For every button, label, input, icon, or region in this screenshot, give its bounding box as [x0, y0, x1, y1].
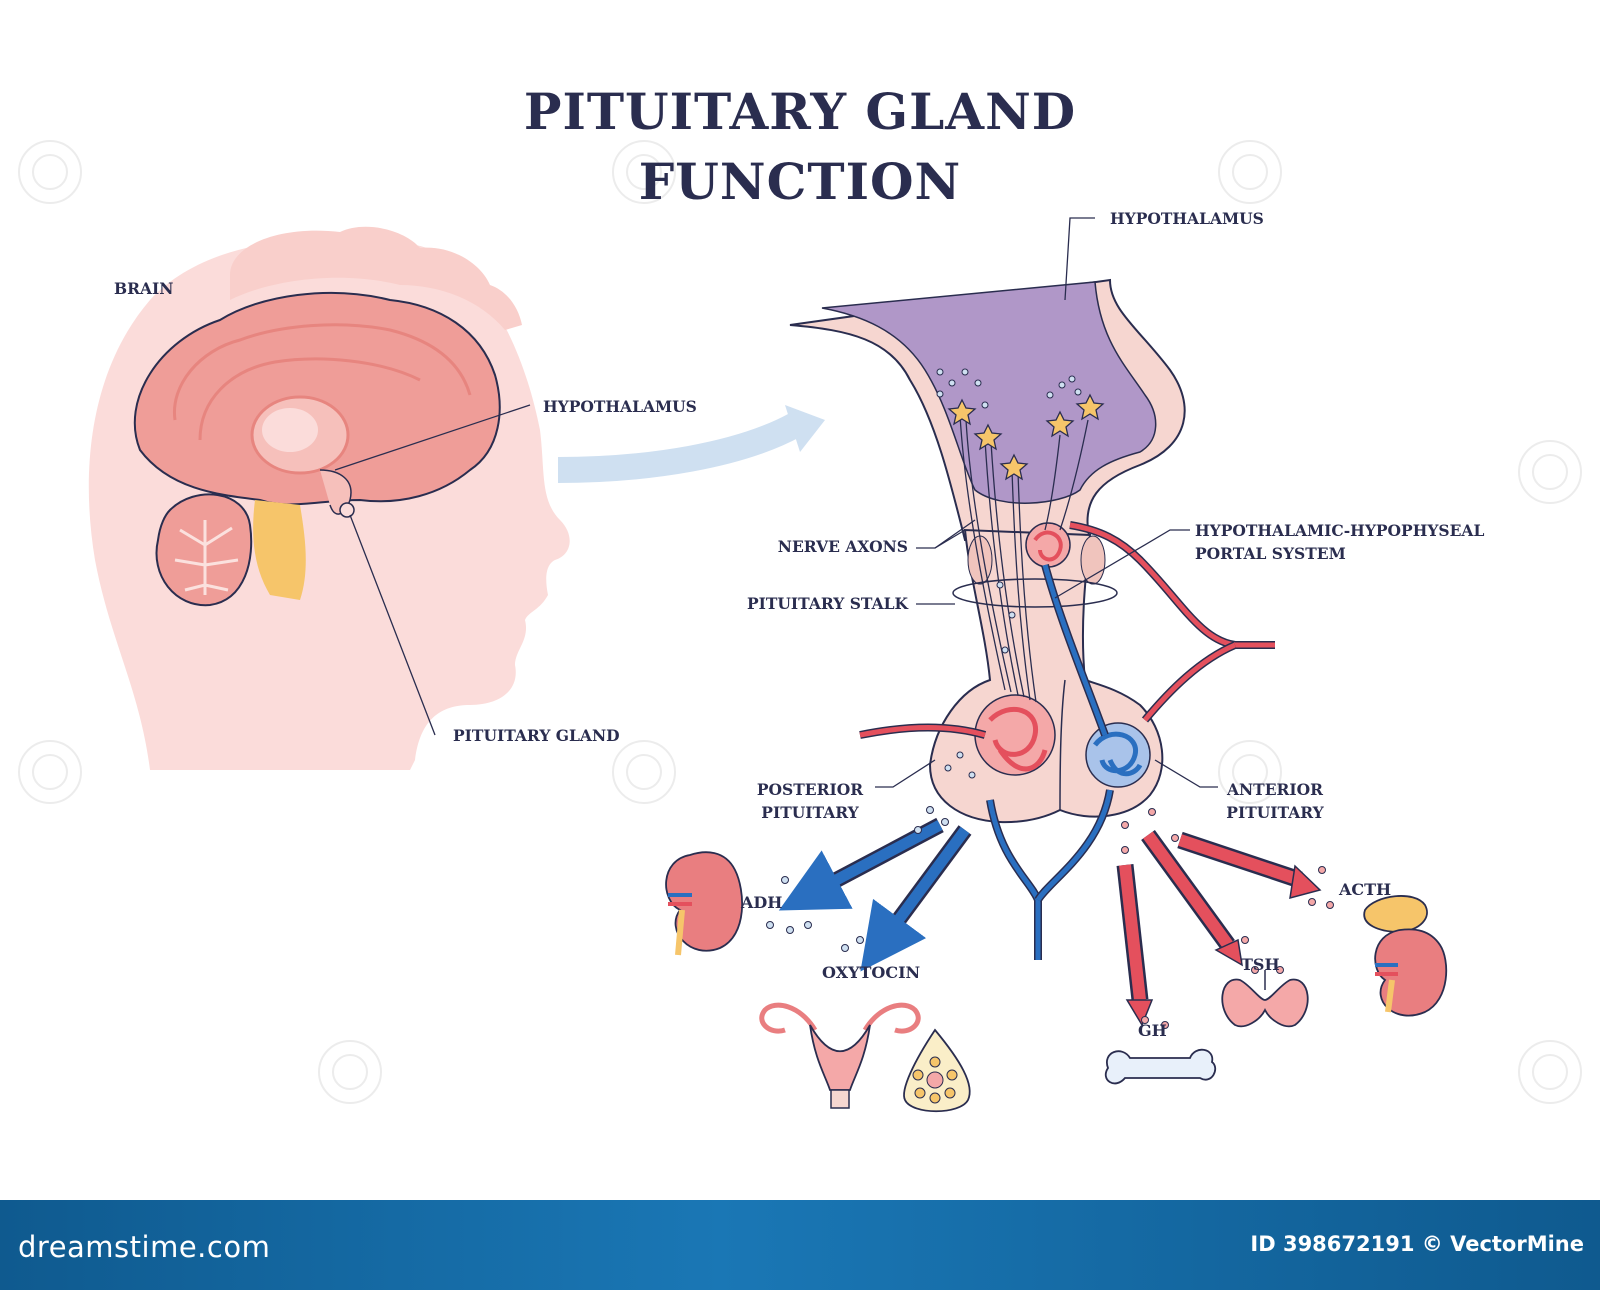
illustration-svg — [88, 217, 1448, 1113]
kidney-icon — [665, 851, 744, 956]
watermark-icon — [18, 740, 82, 804]
pituitary-leader-line — [349, 514, 436, 736]
hormone-adh: ADH — [741, 893, 783, 912]
label-hypothalamus-detail: HYPOTHALAMUS — [1110, 209, 1264, 228]
hormone-gh: GH — [1138, 1021, 1167, 1040]
pituitary-detail — [928, 522, 1164, 824]
detail-leader-lines — [875, 217, 1218, 788]
zoom-arrow — [557, 413, 802, 483]
uterus-icon — [759, 1002, 921, 1109]
hormone-arrows-anterior — [1116, 830, 1322, 1027]
label-anterior-line1: ANTERIOR — [1226, 780, 1324, 799]
neuron-cells — [947, 393, 1105, 481]
label-brain: BRAIN — [114, 279, 174, 298]
blood-vessels — [859, 521, 1275, 960]
thyroid-icon — [1221, 970, 1309, 1028]
hypothalamus-leader-line — [334, 404, 531, 471]
label-nerve-axons: NERVE AXONS — [777, 537, 908, 556]
zoom-arrow-head — [785, 405, 825, 452]
label-posterior-line2: PITUITARY — [761, 803, 859, 822]
watermark-icon — [612, 140, 676, 204]
label-posterior-line1: POSTERIOR — [756, 780, 864, 799]
hormone-tsh: TSH — [1241, 955, 1280, 974]
watermark-icon — [1218, 140, 1282, 204]
adrenal-kidney-icon — [1363, 895, 1448, 1017]
hormone-granules — [936, 368, 1082, 779]
watermark-icon — [1518, 440, 1582, 504]
diagram-title-line1: PITUITARY GLAND — [523, 82, 1077, 141]
label-portal-system-line1: HYPOTHALAMIC-HYPOPHYSEAL — [1195, 521, 1485, 540]
hormone-oxytocin: OXYTOCIN — [822, 963, 921, 982]
watermark-icon — [1518, 1040, 1582, 1104]
label-anterior-line2: PITUITARY — [1226, 803, 1324, 822]
watermark-icon — [612, 740, 676, 804]
nerve-axons — [959, 414, 1089, 703]
hypothalamus-detail — [789, 278, 1186, 541]
label-pituitary-gland: PITUITARY GLAND — [453, 726, 620, 745]
label-pituitary-stalk: PITUITARY STALK — [746, 594, 908, 613]
secreted-hormone-dots — [766, 806, 1334, 1029]
hormone-arrows-posterior — [778, 817, 972, 972]
bone-icon — [1104, 1048, 1217, 1085]
footer-logo[interactable]: dreamstime.com — [18, 1230, 271, 1264]
footer-image-id: ID 398672191 © VectorMine — [1250, 1232, 1584, 1256]
footer-bar: dreamstime.com ID 398672191 © VectorMine — [0, 1200, 1600, 1290]
hormone-acth: ACTH — [1339, 880, 1392, 899]
label-portal-system-line2: PORTAL SYSTEM — [1195, 544, 1346, 563]
watermark-icon — [18, 140, 82, 204]
diagram-title-line2: FUNCTION — [638, 152, 962, 211]
watermark-icon — [1218, 740, 1282, 804]
label-hypothalamus-head: HYPOTHALAMUS — [543, 397, 697, 416]
brain-illustration — [133, 292, 501, 607]
mammary-gland-icon — [903, 1028, 971, 1113]
watermark-icon — [318, 1040, 382, 1104]
